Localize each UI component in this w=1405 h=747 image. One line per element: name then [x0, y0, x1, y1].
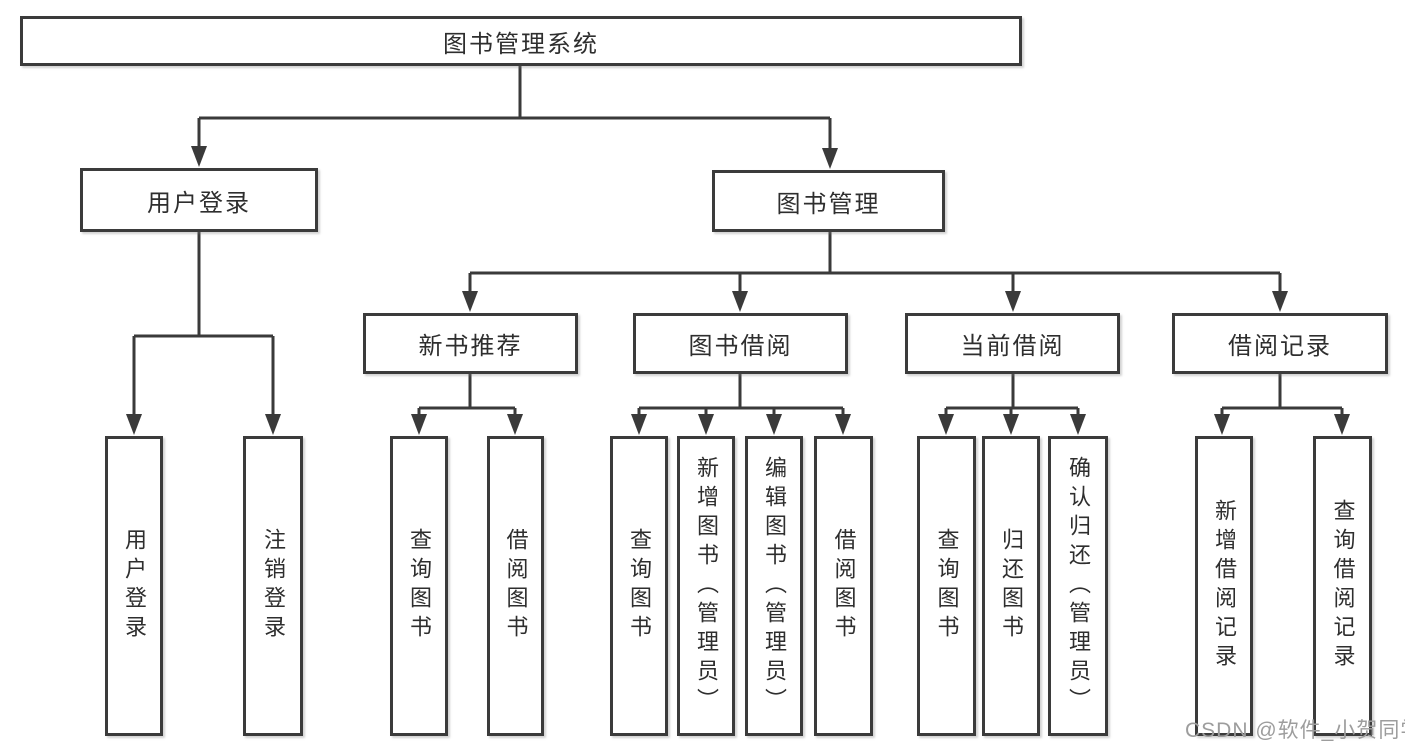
arrowhead-icon: [766, 414, 782, 435]
node-book-borrow: 图书借阅: [633, 313, 848, 374]
arrowhead-icon: [191, 146, 207, 167]
node-user-login: 用户登录: [80, 168, 318, 232]
leaf-user-login: 用户登录: [105, 436, 163, 736]
arrowhead-icon: [732, 291, 748, 312]
node-root: 图书管理系统: [20, 16, 1022, 66]
leaf-newbook-query: 查询图书: [390, 436, 448, 736]
edge-root-stem: [197, 66, 832, 152]
arrowhead-icon: [1070, 414, 1086, 435]
edge-current-branch: [944, 373, 1080, 418]
leaf-borrow-book: 借阅图书: [814, 436, 873, 736]
arrowhead-icon: [1214, 414, 1230, 435]
node-borrow-record-label: 借阅记录: [1228, 333, 1332, 360]
arrowhead-icon: [938, 414, 954, 435]
leaf-user-login-label: 用户登录: [122, 528, 147, 644]
arrowhead-icon: [462, 291, 478, 312]
leaf-record-add: 新增借阅记录: [1195, 436, 1253, 736]
arrowhead-icon: [835, 414, 851, 435]
arrowhead-icon: [822, 148, 838, 169]
node-new-book-recommend-label: 新书推荐: [418, 333, 523, 360]
node-borrow-record: 借阅记录: [1172, 313, 1388, 374]
arrowhead-icon: [265, 414, 281, 435]
leaf-newbook-borrow-label: 借阅图书: [503, 528, 529, 644]
csdn-watermark: CSDN @软件_小贺同学: [1185, 719, 1405, 742]
node-book-management-label: 图书管理: [776, 190, 881, 218]
leaf-borrow-edit-admin-label: 编辑图书（管理员）: [762, 455, 787, 717]
arrowhead-icon: [507, 414, 523, 435]
leaf-newbook-borrow: 借阅图书: [487, 436, 544, 736]
leaf-borrow-book-label: 借阅图书: [831, 528, 857, 644]
leaf-record-query: 查询借阅记录: [1313, 436, 1372, 736]
node-book-borrow-label: 图书借阅: [688, 333, 793, 360]
leaf-current-query: 查询图书: [917, 436, 976, 736]
leaf-current-confirm-admin-label: 确认归还（管理员）: [1066, 455, 1091, 717]
leaf-borrow-query-label: 查询图书: [627, 528, 652, 644]
arrowhead-icon: [1005, 291, 1021, 312]
leaf-borrow-edit-admin: 编辑图书（管理员）: [745, 436, 803, 736]
node-new-book-recommend: 新书推荐: [363, 313, 578, 374]
node-current-borrow: 当前借阅: [905, 313, 1120, 374]
arrowhead-icon: [126, 414, 142, 435]
node-book-management: 图书管理: [712, 170, 945, 232]
leaf-record-add-label: 新增借阅记录: [1212, 499, 1237, 673]
leaf-current-query-label: 查询图书: [934, 528, 960, 644]
edge-record-branch: [1220, 373, 1344, 418]
leaf-current-return-label: 归还图书: [999, 528, 1024, 644]
leaf-borrow-add-admin-label: 新增图书（管理员）: [694, 455, 719, 717]
edge-mgmt-branch: [468, 231, 1282, 295]
edge-login-branch: [132, 231, 275, 418]
leaf-newbook-query-label: 查询图书: [407, 528, 432, 644]
leaf-current-return: 归还图书: [982, 436, 1040, 736]
leaf-logout: 注销登录: [243, 436, 303, 736]
leaf-borrow-query: 查询图书: [610, 436, 668, 736]
leaf-borrow-add-admin: 新增图书（管理员）: [677, 436, 735, 736]
arrowhead-icon: [1003, 414, 1019, 435]
leaf-current-confirm-admin: 确认归还（管理员）: [1048, 436, 1108, 736]
edge-newbook-branch: [417, 373, 517, 418]
leaf-logout-label: 注销登录: [261, 528, 286, 644]
arrowhead-icon: [1272, 291, 1288, 312]
leaf-record-query-label: 查询借阅记录: [1330, 499, 1356, 673]
node-current-borrow-label: 当前借阅: [960, 333, 1065, 360]
arrowhead-icon: [698, 414, 714, 435]
node-user-login-label: 用户登录: [147, 189, 251, 217]
arrowhead-icon: [411, 414, 427, 435]
edge-borrow-branch: [637, 373, 845, 418]
node-root-label: 图书管理系统: [443, 30, 599, 58]
arrowhead-icon: [631, 414, 647, 435]
arrowhead-icon: [1334, 414, 1350, 435]
